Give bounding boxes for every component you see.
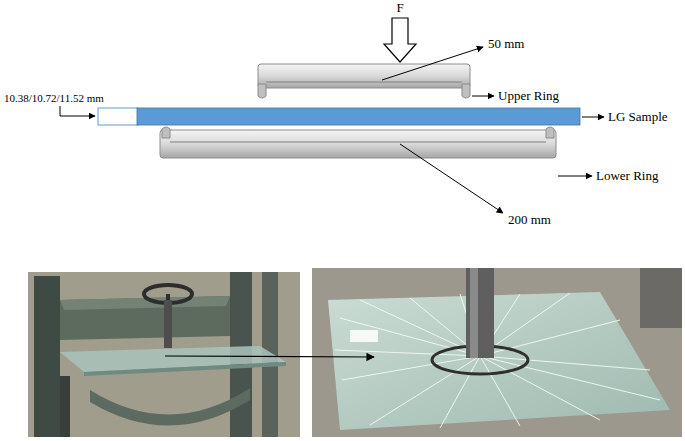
part-label: Upper Ring — [498, 89, 559, 103]
fracture-photo — [312, 268, 682, 437]
machine-photo — [28, 272, 300, 437]
force-label: F — [396, 1, 403, 15]
upper-ring — [258, 64, 470, 98]
leader-line — [382, 47, 483, 80]
part-label: Lower Ring — [596, 169, 658, 183]
leader-line — [582, 117, 604, 118]
dimension-label: 50 mm — [488, 37, 524, 51]
leader-lines — [60, 47, 604, 213]
leader-line — [400, 144, 503, 213]
lower-ring — [160, 127, 556, 158]
lg-sample — [98, 108, 580, 125]
leader-line — [558, 176, 592, 177]
dimension-label: 200 mm — [508, 213, 551, 227]
leader-line — [60, 106, 95, 116]
leader-line — [472, 96, 494, 97]
pointer-arrow — [165, 356, 374, 357]
part-label: LG Sample — [608, 110, 668, 124]
force-arrow — [384, 18, 416, 62]
dimension-label: 10.38/10.72/11.52 mm — [4, 92, 104, 104]
